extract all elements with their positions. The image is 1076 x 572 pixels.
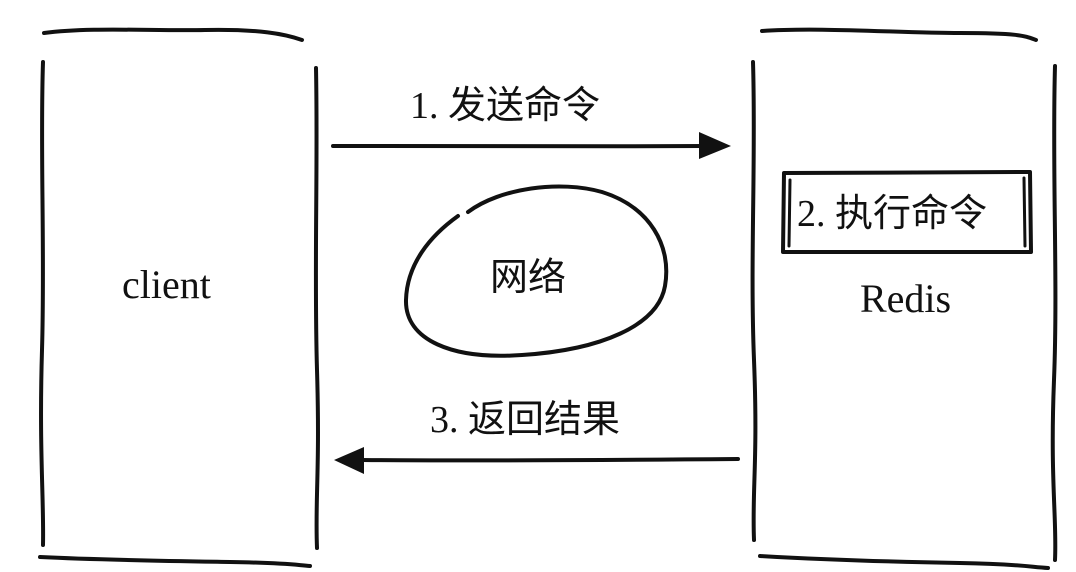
execute-command-label: 2. 执行命令 bbox=[797, 193, 987, 235]
execute-command-step: 2. 执行命令 bbox=[781, 170, 1033, 254]
network-cloud-outline bbox=[403, 184, 669, 358]
redis-label: Redis bbox=[860, 276, 951, 321]
client-box-left-edge bbox=[39, 60, 46, 547]
redis-box-right-edge bbox=[1050, 64, 1058, 562]
response-arrow-line bbox=[360, 457, 740, 463]
request-arrow-line bbox=[331, 143, 708, 149]
client-box-bottom-edge bbox=[38, 555, 312, 568]
client-box: client bbox=[38, 27, 320, 568]
return-result-step: 3. 返回结果 bbox=[334, 399, 740, 474]
network-label: 网络 bbox=[490, 257, 566, 299]
redis-box: Redis bbox=[750, 27, 1058, 570]
redis-box-bottom-edge bbox=[758, 554, 1050, 570]
execute-command-frame-inner-left bbox=[787, 178, 792, 248]
redis-box-top-edge bbox=[760, 27, 1038, 42]
redis-box-left-edge bbox=[750, 60, 758, 542]
send-command-label: 1. 发送命令 bbox=[410, 85, 600, 127]
execute-command-frame-inner-right bbox=[1022, 176, 1027, 248]
return-result-label: 3. 返回结果 bbox=[430, 399, 620, 441]
client-box-right-edge bbox=[313, 66, 320, 550]
execute-command-frame bbox=[781, 170, 1033, 254]
network-cloud: 网络 bbox=[403, 184, 669, 358]
response-arrowhead bbox=[334, 447, 364, 474]
client-box-top-edge bbox=[42, 27, 304, 42]
request-arrowhead bbox=[699, 132, 731, 159]
client-label: client bbox=[122, 262, 211, 307]
send-command-step: 1. 发送命令 bbox=[331, 85, 731, 159]
